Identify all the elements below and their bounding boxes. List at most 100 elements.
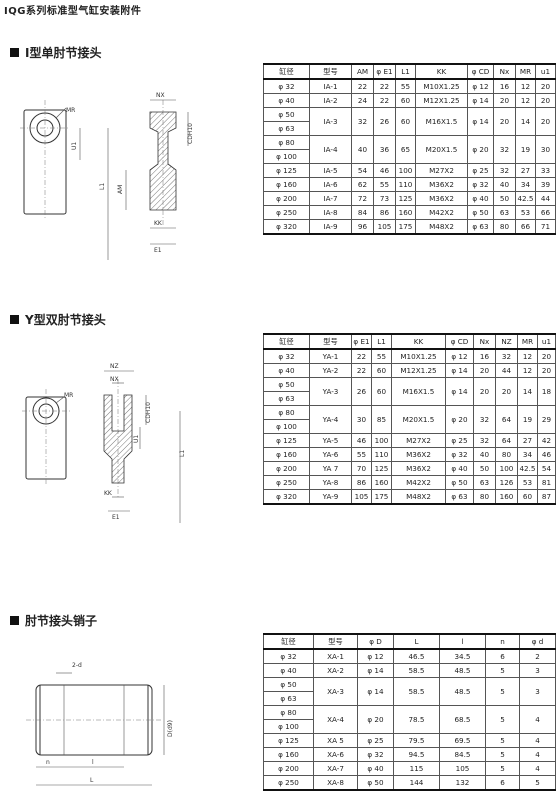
- table-cell: 55: [371, 348, 392, 364]
- bore-cell: φ 80: [263, 405, 310, 420]
- table-cell: 42.5: [517, 461, 538, 476]
- table-cell: YA-4: [309, 405, 352, 434]
- table-cell: XA-8: [313, 775, 358, 791]
- column-header: φ E1: [351, 333, 372, 350]
- table-cell: φ 14: [467, 93, 494, 108]
- table-cell: M48X2: [391, 489, 446, 505]
- bullet-square-icon: [10, 616, 19, 625]
- table-cell: 100: [495, 461, 518, 476]
- table-cell: φ 20: [357, 705, 394, 734]
- table-cell: 20: [537, 363, 556, 378]
- table-cell: 34: [517, 447, 538, 462]
- table-cell: XA 5: [313, 733, 358, 748]
- bullet-square-icon: [10, 315, 19, 324]
- table-cell: 50: [493, 191, 516, 206]
- column-header: 缸径: [263, 333, 310, 350]
- table-cell: M16X1.5: [415, 107, 468, 136]
- table-cell: M27X2: [391, 433, 446, 448]
- table-cell: 40: [351, 135, 374, 164]
- table-cell: 84: [351, 205, 374, 220]
- bore-cell: φ 100: [263, 719, 314, 734]
- table-header-row: 缸径 型号 AM φ E1 L1 KK φ CD Nx MR u1: [263, 63, 556, 80]
- table-cell: YA 7: [309, 461, 352, 476]
- l1-label: L1: [99, 183, 106, 190]
- column-header: NZ: [495, 333, 518, 350]
- cd-label: CDH10: [187, 123, 194, 144]
- bore-cell: φ 32: [263, 648, 314, 664]
- table-cell: M12X1.25: [391, 363, 446, 378]
- table-cell: 54: [537, 461, 556, 476]
- table-cell: 48.5: [439, 663, 486, 678]
- table-cell: 5: [485, 733, 520, 748]
- table-cell: 32: [493, 163, 516, 178]
- table-cell: 32: [473, 433, 496, 448]
- table-cell: M10X1.25: [415, 78, 468, 94]
- table-cell: 175: [371, 489, 392, 505]
- table-cell: 5: [485, 677, 520, 706]
- table-cell: 19: [515, 135, 536, 164]
- table-cell: 100: [371, 433, 392, 448]
- table-cell: 29: [537, 405, 556, 434]
- y-type-clevis-drawing: MR NZ NX CDH10 U1 L1 KK E1: [22, 363, 186, 523]
- column-header: MR: [515, 63, 536, 80]
- table-cell: 42.5: [515, 191, 536, 206]
- bore-cell: φ 40: [263, 663, 314, 678]
- table-cell: 125: [395, 191, 416, 206]
- table-cell: M36X2: [415, 177, 468, 192]
- column-header: l: [439, 633, 486, 650]
- table-cell: 22: [351, 348, 372, 364]
- table-cell: φ 12: [445, 348, 474, 364]
- table-cell: 36: [373, 135, 396, 164]
- column-header: 缸径: [263, 63, 310, 80]
- column-header: Nx: [493, 63, 516, 80]
- table-cell: 160: [495, 489, 518, 505]
- column-header: n: [485, 633, 520, 650]
- table-cell: 20: [535, 107, 556, 136]
- table-cell: YA-6: [309, 447, 352, 462]
- table-cell: 48.5: [439, 677, 486, 706]
- u1-label: U1: [71, 142, 78, 150]
- table-cell: 68.5: [439, 705, 486, 734]
- bore-cell: φ 32: [263, 348, 310, 364]
- table-cell: φ 32: [445, 447, 474, 462]
- u1-label: U1: [133, 435, 140, 443]
- table-header-row: 缸径 型号 φ D L l n φ d: [263, 633, 556, 650]
- bullet-square-icon: [10, 48, 19, 57]
- big-l-label: L: [90, 777, 94, 784]
- column-header: φ d: [519, 633, 556, 650]
- e1-label: E1: [112, 514, 120, 521]
- kk-label: KK: [104, 490, 113, 497]
- table-cell: M42X2: [391, 475, 446, 490]
- table-cell: φ 12: [357, 648, 394, 664]
- table-cell: 12: [515, 93, 536, 108]
- table-cell: M36X2: [391, 447, 446, 462]
- table-cell: 53: [517, 475, 538, 490]
- table-cell: XA-7: [313, 761, 358, 776]
- cd-label: CDH10: [145, 402, 152, 423]
- bore-cell: φ 320: [263, 489, 310, 505]
- table-cell: 4: [519, 733, 556, 748]
- table-cell: 80: [493, 219, 516, 235]
- table-cell: 40: [473, 447, 496, 462]
- table-cell: 94.5: [393, 747, 440, 762]
- table-cell: 50: [473, 461, 496, 476]
- table-cell: 65: [395, 135, 416, 164]
- table-cell: 125: [371, 461, 392, 476]
- column-header: KK: [415, 63, 468, 80]
- table-cell: φ 32: [467, 177, 494, 192]
- bore-cell: φ 160: [263, 447, 310, 462]
- table-cell: M16X1.5: [391, 377, 446, 406]
- nz-label: NZ: [110, 363, 119, 370]
- table-cell: 20: [535, 78, 556, 94]
- table-cell: 32: [495, 348, 518, 364]
- table-cell: M20X1.5: [415, 135, 468, 164]
- table-cell: 160: [371, 475, 392, 490]
- bore-cell: φ 160: [263, 177, 310, 192]
